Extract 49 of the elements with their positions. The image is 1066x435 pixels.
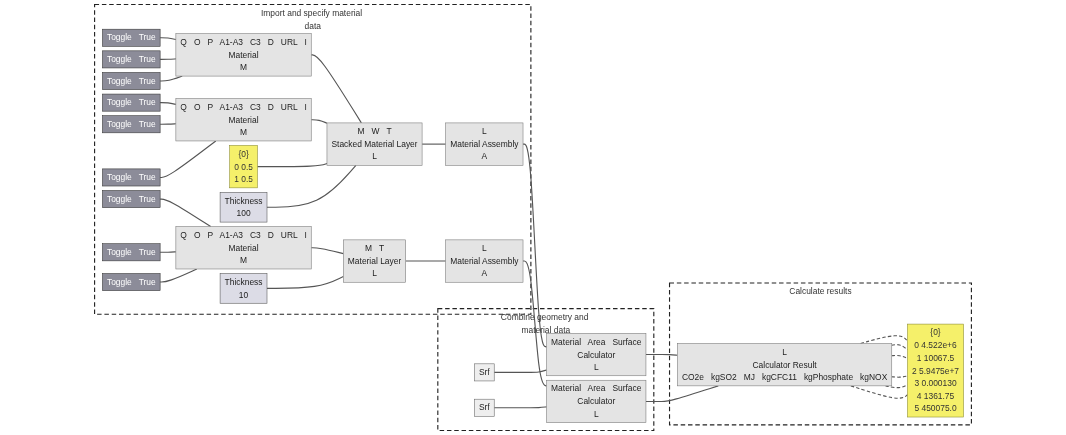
node-box: Material Area Surface Calculator L xyxy=(546,379,647,423)
node-box: Thickness 10 xyxy=(219,273,268,304)
node-box: Toggle True xyxy=(102,190,161,208)
connector xyxy=(493,406,548,409)
connector xyxy=(159,198,212,228)
connector xyxy=(310,247,344,255)
connector xyxy=(522,143,548,348)
connector xyxy=(891,375,909,378)
connector xyxy=(310,54,362,124)
node-box: M W T Stacked Material Layer L xyxy=(326,122,423,166)
node-box: Toggle True xyxy=(102,243,161,262)
connector xyxy=(266,275,344,289)
connector xyxy=(256,162,328,168)
connector xyxy=(891,354,909,359)
connector xyxy=(159,37,177,41)
node-box: Toggle True xyxy=(102,28,161,47)
connector xyxy=(522,260,548,387)
node-box: Toggle True xyxy=(102,72,161,90)
node-box: M T Material Layer L xyxy=(343,239,406,283)
connector xyxy=(493,369,548,373)
node-box: Material Area Surface Calculator L xyxy=(546,333,647,377)
connector xyxy=(310,119,328,124)
connector xyxy=(159,58,177,60)
node-box: L Calculator Result CO2e kgSO2 MJ kgCFC11 kgPhosphate kgNOX xyxy=(677,343,893,387)
node-box: Toggle True xyxy=(102,168,161,187)
node-box: Q O P A1-A3 C3 D URL I Material M xyxy=(175,98,312,142)
node-box: L Material Assembly A xyxy=(445,239,524,283)
node-box: Toggle True xyxy=(102,50,161,69)
connector xyxy=(159,102,177,105)
node-box: Q O P A1-A3 C3 D URL I Material M xyxy=(175,33,312,77)
node-box: Toggle True xyxy=(102,115,161,134)
connector xyxy=(159,251,177,253)
connector xyxy=(405,260,447,262)
connector xyxy=(645,354,678,356)
connector xyxy=(891,344,909,351)
node-box: Srf xyxy=(474,398,495,417)
connector xyxy=(421,143,447,145)
connector xyxy=(266,164,357,208)
connector xyxy=(159,123,177,125)
connector xyxy=(159,268,198,283)
node-box: Toggle True xyxy=(102,273,161,291)
node-box: {0} 0 4.522e+6 1 10067.5 2 5.9475e+7 3 0.000130 4 1361.75 5 450075.0 xyxy=(907,323,964,418)
node-box: Toggle True xyxy=(102,93,161,112)
node-box: Q O P A1-A3 C3 D URL I Material M xyxy=(175,226,312,270)
node-box: {0} 0 0.5 1 0.5 xyxy=(229,145,258,189)
node-box: L Material Assembly A xyxy=(445,122,524,166)
node-box: Thickness 100 xyxy=(219,192,268,223)
node-box: Srf xyxy=(474,363,495,382)
connector xyxy=(159,140,217,178)
